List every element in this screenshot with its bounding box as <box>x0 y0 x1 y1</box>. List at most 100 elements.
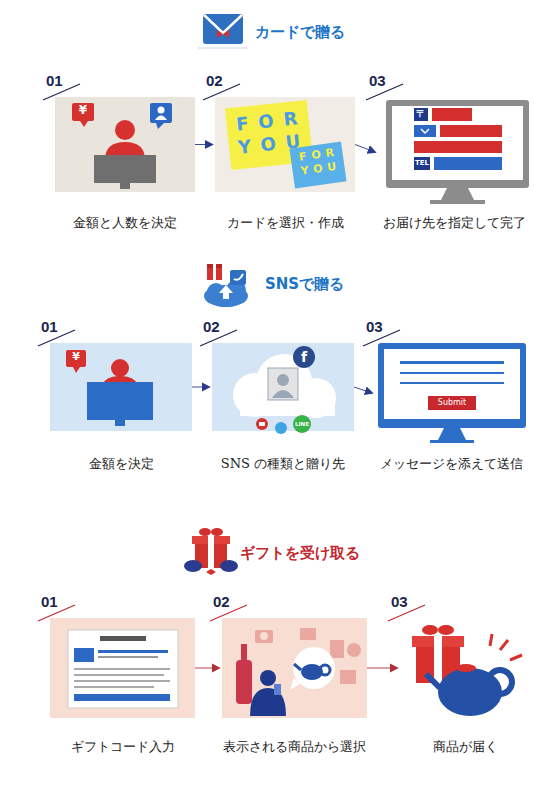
address-form-monitor <box>414 141 502 153</box>
gift-code-card <box>74 686 154 688</box>
message-card <box>289 142 346 189</box>
flow-arrow <box>192 387 209 388</box>
message-form-monitor <box>378 343 526 428</box>
sns-cloud <box>293 346 315 368</box>
sns-icon <box>226 280 246 300</box>
number-slash <box>43 84 80 100</box>
delivered-gift <box>490 634 492 646</box>
product-choice <box>260 632 268 640</box>
message-form-monitor <box>400 372 504 374</box>
step-panel: 03メッセージを添えて送信 <box>375 343 527 443</box>
product-choice <box>260 670 276 686</box>
number-slash <box>388 605 425 621</box>
sns-icon <box>204 285 248 307</box>
step-number: 03 <box>391 593 408 610</box>
sns-cloud <box>296 378 336 418</box>
delivered-gift <box>412 636 464 647</box>
address-form-monitor <box>386 100 529 204</box>
address-form-monitor <box>421 129 429 133</box>
product-choice <box>274 684 281 695</box>
step-number: 02 <box>213 593 230 610</box>
step-caption: ギフトコード入力 <box>10 738 235 756</box>
person-at-desk <box>72 103 172 189</box>
step-panel: 01金額を決定 <box>50 343 192 431</box>
section-title: ギフトを受け取る <box>240 545 360 562</box>
delivered-gift <box>488 670 512 694</box>
product-choice <box>290 678 300 690</box>
step-caption: 金額を決定 <box>10 455 232 473</box>
flow-arrow <box>195 668 219 669</box>
delivered-gift <box>412 625 522 716</box>
address-form-monitor <box>440 125 502 137</box>
gift-icon <box>211 569 216 575</box>
address-form-monitor <box>432 108 472 121</box>
sns-cloud <box>233 373 277 417</box>
sns-icon <box>207 283 225 301</box>
sns-cloud <box>259 422 265 426</box>
step-panel: 02カードを選択・作成 <box>215 97 355 192</box>
product-choice <box>347 643 361 657</box>
message-form-monitor <box>438 428 466 440</box>
sns-cloud <box>240 392 335 416</box>
step-panel: 03お届け先を指定して完了 <box>378 97 530 207</box>
person-at-monitor <box>111 359 129 377</box>
sns-cloud <box>256 418 268 430</box>
number-slash <box>38 330 75 346</box>
step-caption: 金額と人数を決定 <box>15 214 235 232</box>
delivered-gift <box>456 664 476 672</box>
product-choice <box>340 670 356 684</box>
step-number: 01 <box>46 72 63 89</box>
address-form-monitor <box>392 106 523 180</box>
step-panel: 02表示される商品から選択 <box>222 618 367 718</box>
product-choice <box>293 647 335 689</box>
gift-icon <box>220 560 238 572</box>
message-form-monitor <box>400 361 504 364</box>
sns-cloud <box>277 374 289 386</box>
address-form-monitor <box>414 108 428 121</box>
sns-icon <box>207 264 222 268</box>
person-at-desk <box>80 121 88 127</box>
number-slash <box>38 84 425 621</box>
product-choice <box>236 660 252 704</box>
delivered-gift <box>500 640 508 650</box>
delivered-gift <box>434 636 442 683</box>
step-caption: お届け先を指定して完了 <box>338 214 553 232</box>
step-panel: 03商品が届く <box>400 618 530 718</box>
flow-arrow <box>195 144 212 145</box>
product-choice <box>300 628 316 640</box>
step-number: 03 <box>366 318 383 335</box>
step-panel: 01ギフトコード入力 <box>50 618 195 718</box>
person-at-desk <box>156 123 164 129</box>
sns-cloud <box>233 346 336 434</box>
sns-icon <box>207 266 222 280</box>
step-number: 03 <box>369 72 386 89</box>
message-form-monitor <box>384 349 520 419</box>
gift-code-card <box>74 694 170 701</box>
person-at-desk <box>72 103 94 121</box>
product-choice <box>241 644 247 662</box>
step-panel: 02SNS の種類と贈り先 <box>212 343 354 431</box>
number-slash <box>203 84 240 100</box>
sns-icon <box>219 285 233 299</box>
product-choice <box>294 664 301 670</box>
envelope-icon <box>223 30 229 38</box>
person-at-monitor <box>101 376 139 392</box>
message-card <box>225 100 347 189</box>
message-form-monitor <box>378 343 526 443</box>
number-slash <box>210 605 247 621</box>
person-at-desk <box>158 107 165 114</box>
address-form-monitor <box>414 125 436 137</box>
envelope-icon <box>198 14 248 48</box>
sns-cloud <box>272 390 294 398</box>
step-caption: メッセージを添えて送信 <box>335 455 553 473</box>
address-form-monitor <box>414 157 430 170</box>
person-at-monitor <box>66 350 86 367</box>
person-at-desk <box>120 183 130 189</box>
number-slash <box>366 84 403 100</box>
step-number: 02 <box>206 72 223 89</box>
message-form-monitor <box>400 382 504 384</box>
person-at-desk <box>115 120 135 140</box>
envelope-icon <box>198 48 248 49</box>
step-number: 01 <box>41 318 58 335</box>
gift-code-card <box>74 680 170 682</box>
